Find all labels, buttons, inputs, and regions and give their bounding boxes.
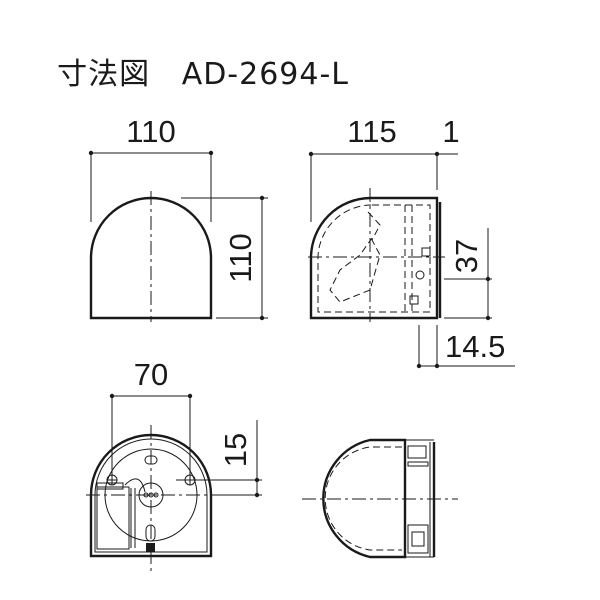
- back-hole-offset-dim: 15: [218, 433, 253, 467]
- side-depth-dim: 115: [347, 114, 396, 149]
- side-bracket-dim: 14.5: [445, 329, 505, 364]
- title-label: 寸法図: [57, 57, 151, 92]
- front-height-dim: 110: [223, 233, 258, 282]
- back-hole-spacing-dim: 70: [134, 357, 168, 392]
- model-number: AD-2694-L: [181, 57, 350, 92]
- side-view: 115 1 37 14.5: [308, 114, 515, 369]
- front-view: 110 110: [88, 114, 268, 322]
- bottom-view: [302, 438, 458, 559]
- side-plate-dim: 1: [442, 114, 459, 149]
- side-offset-dim: 37: [449, 239, 484, 273]
- drawing-title: 寸法図 AD-2694-L: [36, 14, 349, 93]
- back-view: 70 15: [86, 357, 262, 575]
- front-width-dim: 110: [126, 114, 175, 149]
